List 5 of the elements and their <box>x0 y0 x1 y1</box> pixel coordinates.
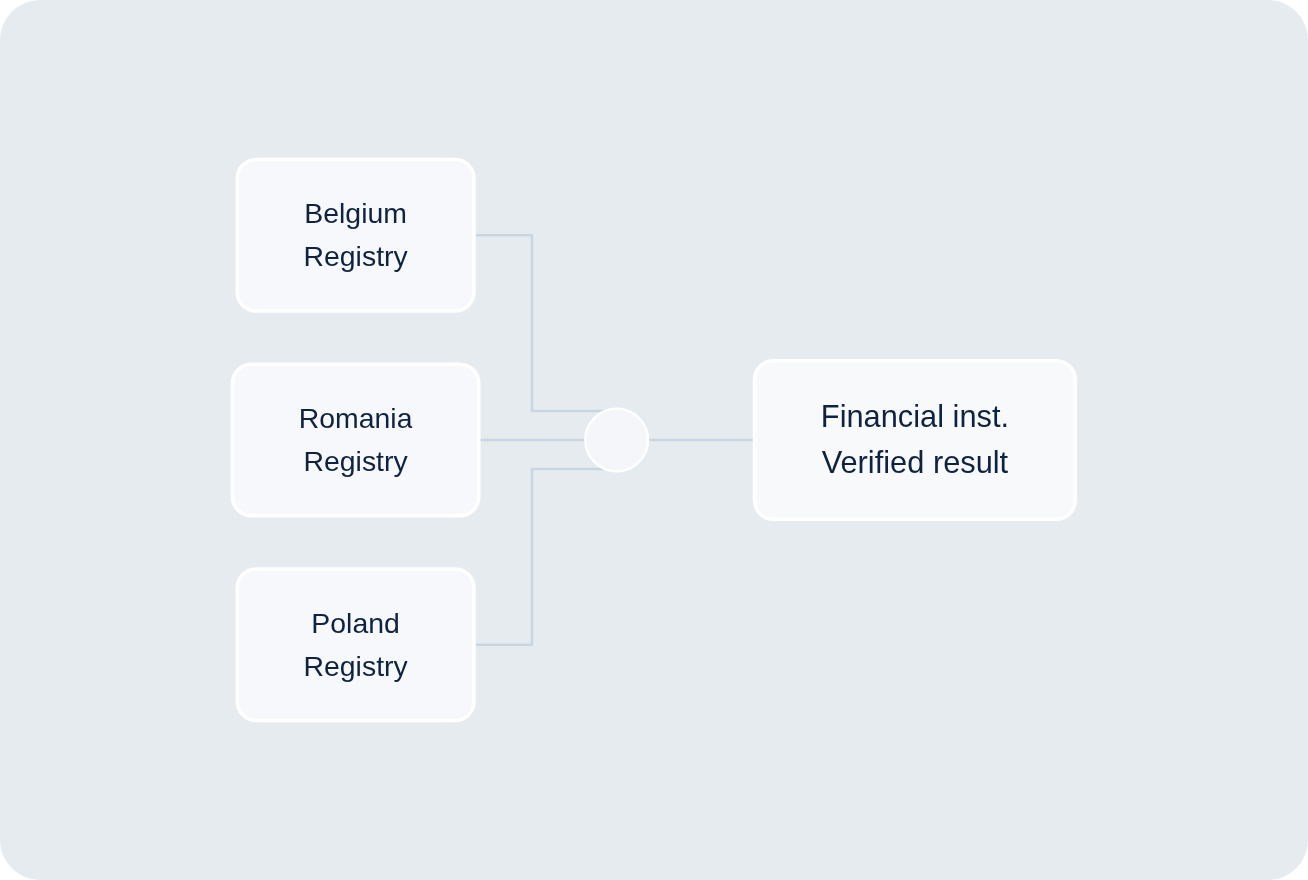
node-box: Belgium Registry <box>235 157 476 313</box>
node-circle <box>584 407 650 473</box>
node-box: Romania Registry <box>230 362 481 518</box>
node-box: Financial inst. Verified result <box>752 358 1078 522</box>
node-box: Poland Registry <box>235 567 476 723</box>
